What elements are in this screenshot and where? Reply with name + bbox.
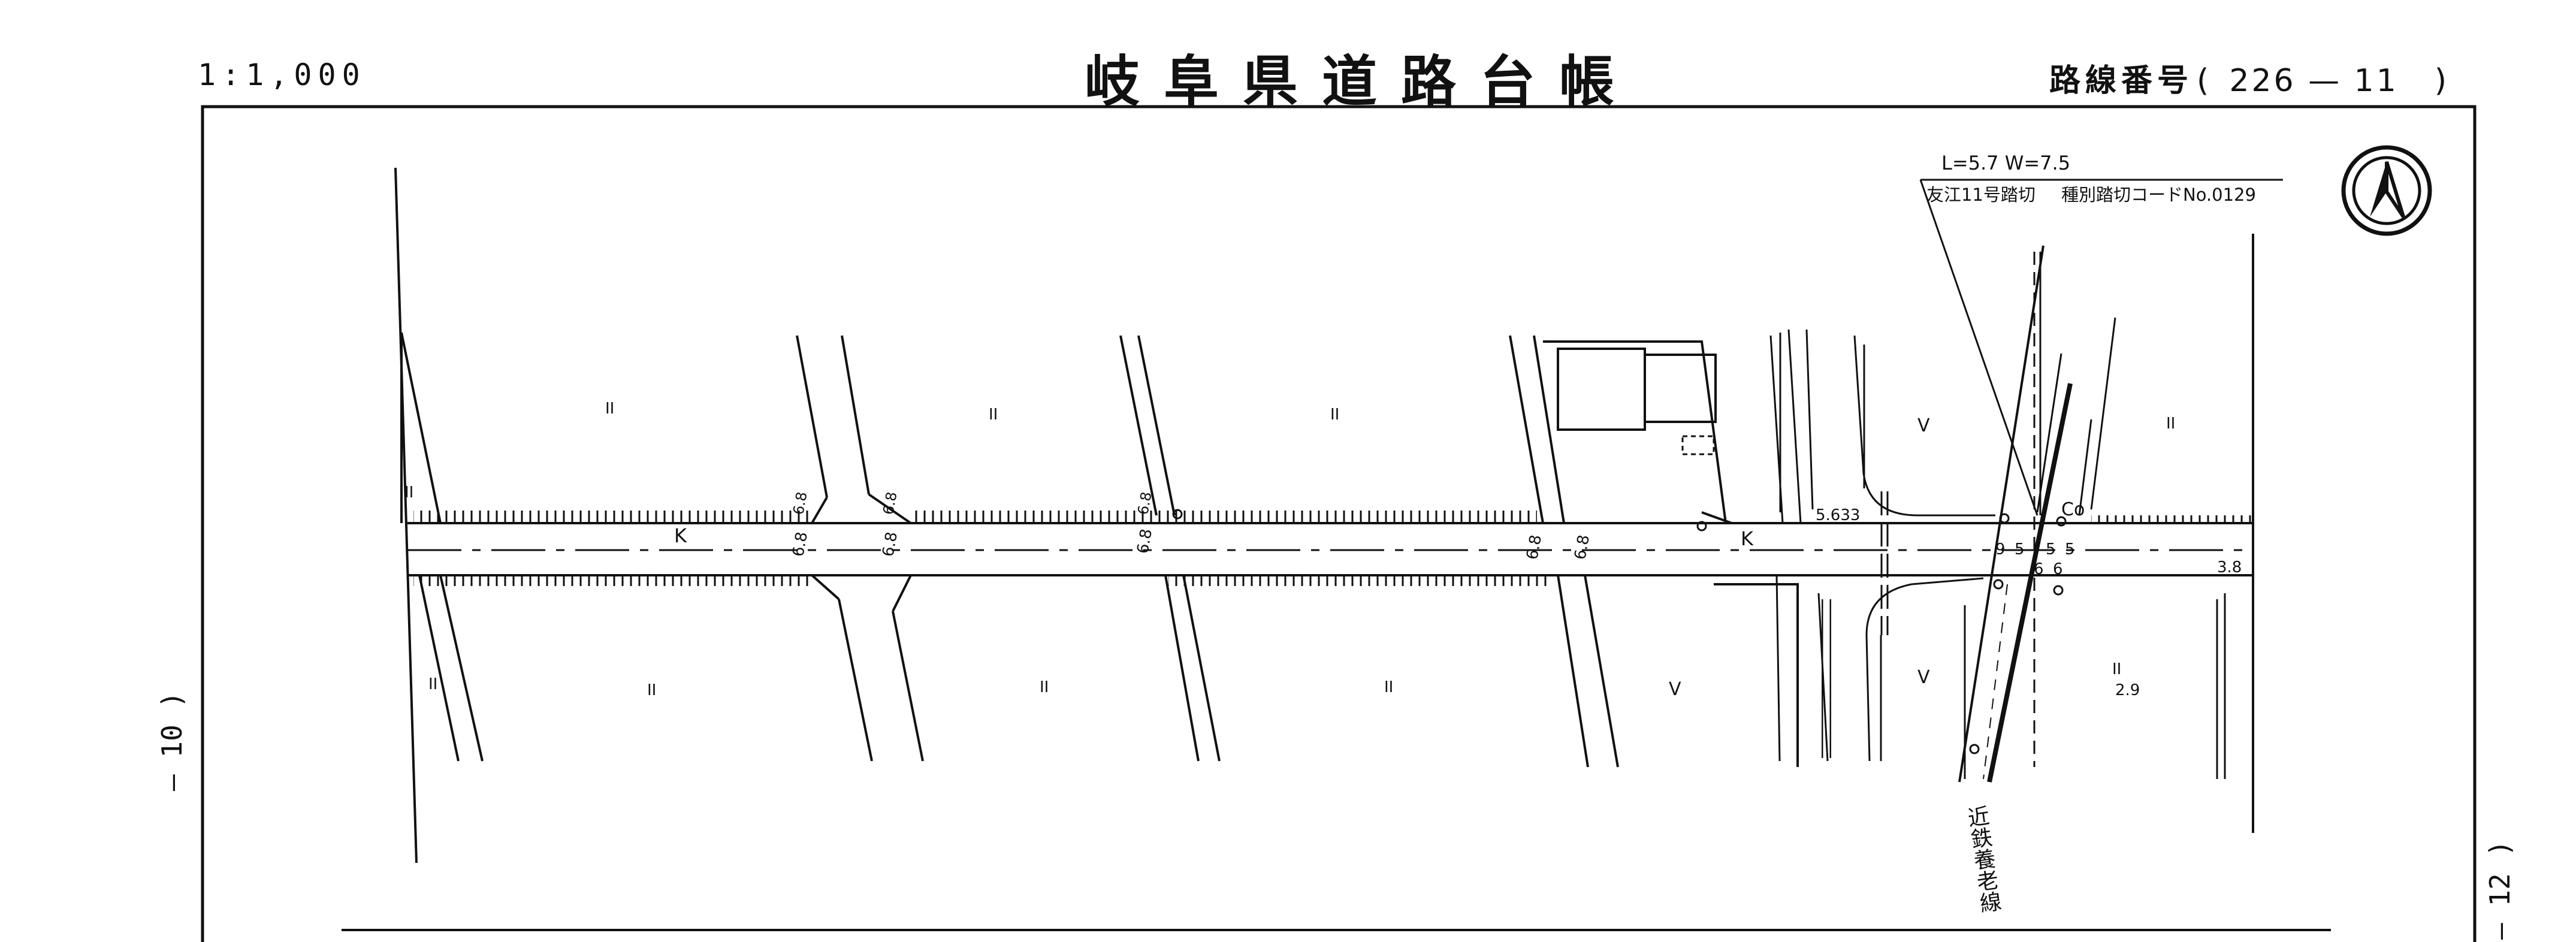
- water-channels: [1769, 329, 1995, 762]
- right-width-measure: 3.8: [2217, 558, 2242, 576]
- road-type-code-west: K: [674, 524, 687, 547]
- crossing-lane-width-1: 9: [1995, 541, 2006, 558]
- side-roads: [400, 332, 1799, 768]
- width-mark-2: 6.8: [879, 530, 901, 558]
- route-number-value: 226 — 11: [2229, 63, 2399, 99]
- route-number-block: 路線番号(226 — 11): [2049, 55, 2447, 100]
- crossing-lane-width-2: 5: [2015, 541, 2025, 558]
- parcel-depth-measure: 2.9: [2115, 681, 2140, 699]
- route-paren-close: ): [2434, 63, 2447, 99]
- field-symbol-4: II: [2166, 415, 2175, 433]
- crossing-lane-width-6: 5: [2065, 541, 2075, 558]
- route-number-label: 路線番号: [2049, 63, 2194, 99]
- survey-markers: [1172, 509, 2067, 754]
- field-symbol-7: II: [647, 681, 656, 699]
- map-scale: 1:1,000: [198, 58, 366, 92]
- edge-offset-measure: 5.633: [1816, 506, 1860, 524]
- field-symbol-5: II: [404, 484, 413, 502]
- buildings: [1557, 348, 1717, 455]
- crossing-lane-widths: 9 5 6 6 5 5: [1995, 541, 2075, 578]
- map-title: 岐阜県道路台帳: [1085, 50, 1639, 114]
- crossing-code: 種別踏切コードNo.0129: [2061, 185, 2256, 205]
- upland-symbol-1: V: [1917, 415, 1930, 436]
- width-mark-1: 6.8: [789, 530, 811, 558]
- main-road: [407, 511, 2253, 586]
- width-mark-5: 6.8: [1571, 533, 1593, 561]
- railway-line: [1958, 234, 2254, 833]
- width-mark-3: 6.8: [1134, 527, 1156, 555]
- crossing-name: 友江11号踏切: [1926, 185, 2036, 205]
- width-mark-4: 6.8: [1523, 533, 1545, 561]
- field-symbol-2: II: [989, 406, 998, 424]
- crossing-lane-width-4: 6: [2053, 560, 2063, 578]
- land-use-symbols: II II II II II II II II II II V V V: [404, 400, 2175, 700]
- building-code-label: Co: [2061, 499, 2085, 520]
- sheet-left-boundary: [394, 167, 418, 864]
- crossing-lane-width-5: 5: [2046, 541, 2056, 558]
- railway-name-label: 近鉄養老線: [1963, 804, 2003, 914]
- width-mark-6: 6.8: [790, 491, 810, 516]
- route-paren-open: (: [2197, 63, 2209, 99]
- road-type-code-east: K: [1741, 527, 1754, 550]
- crossing-lane-width-3: 6: [2034, 560, 2044, 578]
- width-marks: 6.8 6.8 6.8 6.8 6.8 6.8 6.8 6.8: [789, 491, 1593, 561]
- field-symbol-8: II: [1040, 678, 1049, 696]
- crossing-dimensions: L=5.7 W=7.5: [1941, 152, 2070, 174]
- field-symbol-3: II: [1330, 406, 1339, 424]
- upland-symbol-3: V: [1917, 667, 1930, 688]
- north-arrow-icon: [2341, 145, 2432, 236]
- width-mark-7: 6.8: [880, 491, 900, 516]
- railway-name: 近鉄養老線: [1963, 804, 2003, 914]
- field-symbol-1: II: [605, 400, 614, 418]
- upland-symbol-2: V: [1669, 679, 1681, 700]
- crossing-callout: L=5.7 W=7.5 友江11号踏切 種別踏切コードNo.0129: [1919, 152, 2283, 516]
- map-frame: [201, 105, 2477, 942]
- width-mark-8: 6.8: [1134, 491, 1155, 516]
- field-symbol-10: II: [2112, 660, 2121, 678]
- field-symbol-6: II: [428, 675, 437, 693]
- field-symbol-9: II: [1384, 678, 1393, 696]
